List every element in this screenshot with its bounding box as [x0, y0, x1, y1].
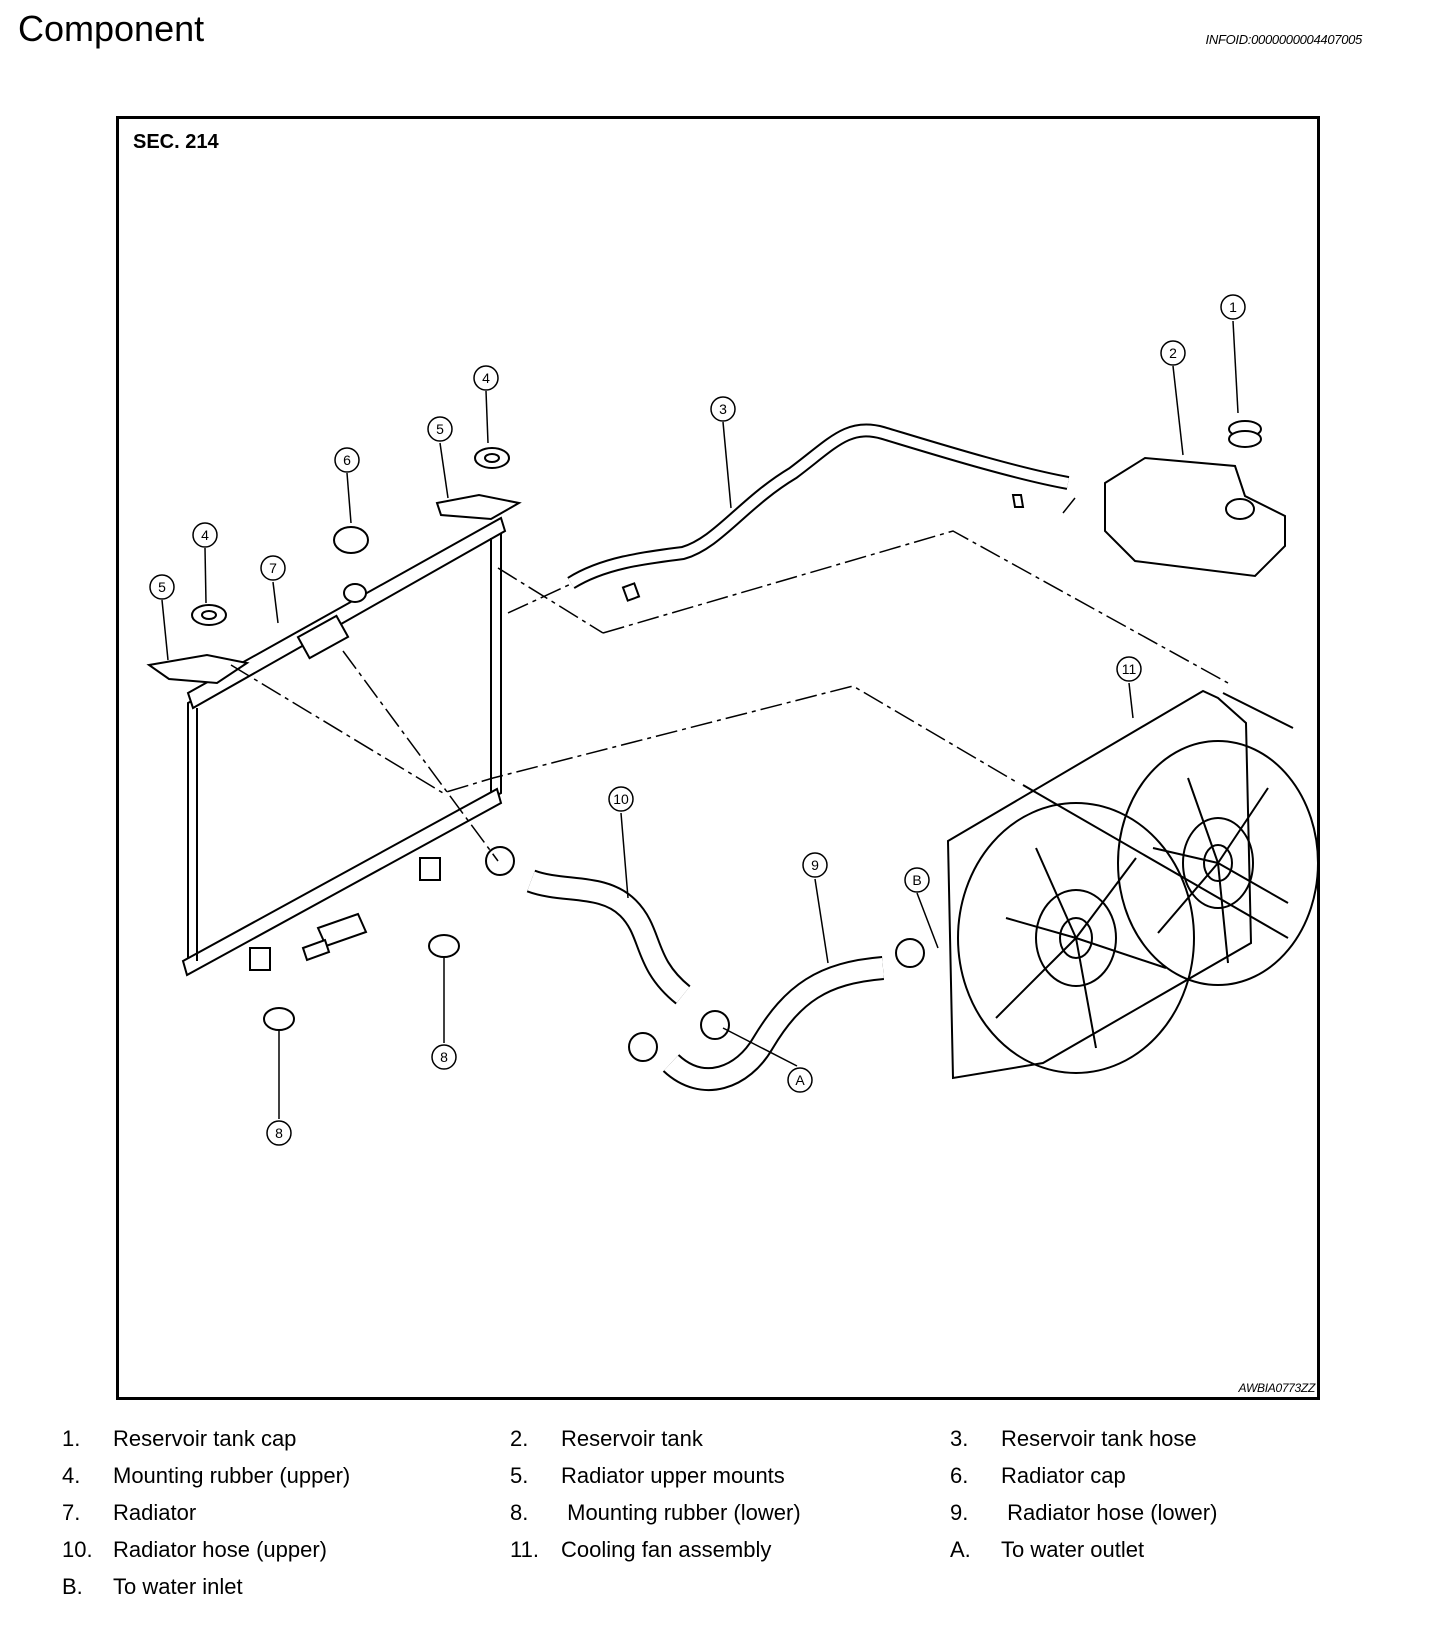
legend-number: 4.: [62, 1463, 81, 1488]
callout-8-right: 8: [440, 1049, 448, 1065]
callout-3: 3: [719, 401, 727, 417]
legend-label: Reservoir tank hose: [1001, 1426, 1197, 1451]
callouts: 1 2 3 4 4 5 5 6 7 8 8 9 10 11 A B: [149, 294, 1246, 1146]
radiator: [181, 516, 507, 977]
mounting-rubber-upper: [191, 447, 510, 626]
callout-A: A: [795, 1072, 805, 1088]
legend-label: To water outlet: [1001, 1537, 1145, 1562]
legend-number: 9.: [950, 1500, 969, 1525]
reservoir-tank-cap: [1228, 420, 1262, 448]
callout-leaders: [161, 320, 1239, 1119]
callout-5-right: 5: [436, 421, 444, 437]
legend-label: Radiator hose (lower): [1001, 1500, 1218, 1525]
legend-label: Reservoir tank cap: [113, 1426, 297, 1451]
legend-number: 8.: [510, 1500, 529, 1525]
legend-number: 2.: [510, 1426, 529, 1451]
radiator-cap: [333, 526, 369, 603]
reservoir-tank: [1104, 456, 1286, 578]
callout-7: 7: [269, 560, 277, 576]
callout-2: 2: [1169, 345, 1177, 361]
callout-6: 6: [343, 452, 351, 468]
callout-11: 11: [1122, 661, 1137, 677]
legend-number: 6.: [950, 1463, 969, 1488]
mounting-rubber-lower: [263, 934, 460, 1031]
radiator-upper-mount: [146, 493, 522, 685]
section-label: SEC. 214: [133, 131, 219, 153]
cooling-fan-assembly: [946, 689, 1317, 1080]
callout-9: 9: [811, 857, 819, 873]
callout-5-left: 5: [158, 579, 166, 595]
reservoir-tank-hose: [567, 423, 1070, 602]
legend-number: 11.: [510, 1537, 539, 1562]
legend-label: Radiator hose (upper): [113, 1537, 328, 1562]
legend-label: Cooling fan assembly: [561, 1537, 772, 1562]
legend-label: Radiator: [113, 1500, 197, 1525]
legend-number: 7.: [62, 1500, 81, 1525]
legend-label: Radiator upper mounts: [561, 1463, 785, 1488]
leader-lines: [230, 497, 1229, 862]
legend-row: 1. Reservoir tank cap 2. Reservoir tank 3.…: [0, 1426, 1440, 1463]
info-id: INFOID:0000000004407005: [1205, 32, 1363, 47]
legend-number: 10.: [62, 1537, 93, 1562]
cooling-system-diagram: 1 2 3 4 4 5 5 6 7 8 8 9 10 11 A B: [146, 294, 1317, 1146]
legend-number: 3.: [950, 1426, 969, 1451]
legend-label: To water inlet: [113, 1574, 243, 1599]
callout-B: B: [912, 872, 921, 888]
parts-legend: 1. Reservoir tank cap 2. Reservoir tank 3.…: [0, 1426, 1440, 1611]
legend-label: Radiator cap: [1001, 1463, 1126, 1488]
legend-label: Reservoir tank: [561, 1426, 703, 1451]
callout-1: 1: [1229, 299, 1237, 315]
radiator-hose-lower: [628, 938, 925, 1091]
legend-number: A.: [950, 1537, 971, 1562]
legend-row: 10. Radiator hose (upper) 11. Cooling fan …: [0, 1537, 1440, 1574]
legend-row: 4. Mounting rubber (upper) 5. Radiator upp…: [0, 1463, 1440, 1500]
callout-4-left: 4: [201, 527, 209, 543]
diagram-frame: SEC. 214 AWBIA0773ZZ: [116, 116, 1320, 1400]
radiator-hose-upper: [485, 846, 730, 1040]
legend-row: B. To water inlet: [0, 1574, 1440, 1611]
figure-code: AWBIA0773ZZ: [1238, 1381, 1315, 1395]
callout-4-right: 4: [482, 370, 490, 386]
page-title: Component: [18, 8, 205, 49]
legend-row: 7. Radiator 8. Mounting rubber (lower) 9.…: [0, 1500, 1440, 1537]
legend-number: 1.: [62, 1426, 81, 1451]
callout-8-left: 8: [275, 1125, 283, 1141]
legend-number: 5.: [510, 1463, 529, 1488]
legend-label: Mounting rubber (upper): [113, 1463, 351, 1488]
legend-label: Mounting rubber (lower): [561, 1500, 801, 1525]
legend-number: B.: [62, 1574, 83, 1599]
callout-10: 10: [613, 791, 629, 807]
